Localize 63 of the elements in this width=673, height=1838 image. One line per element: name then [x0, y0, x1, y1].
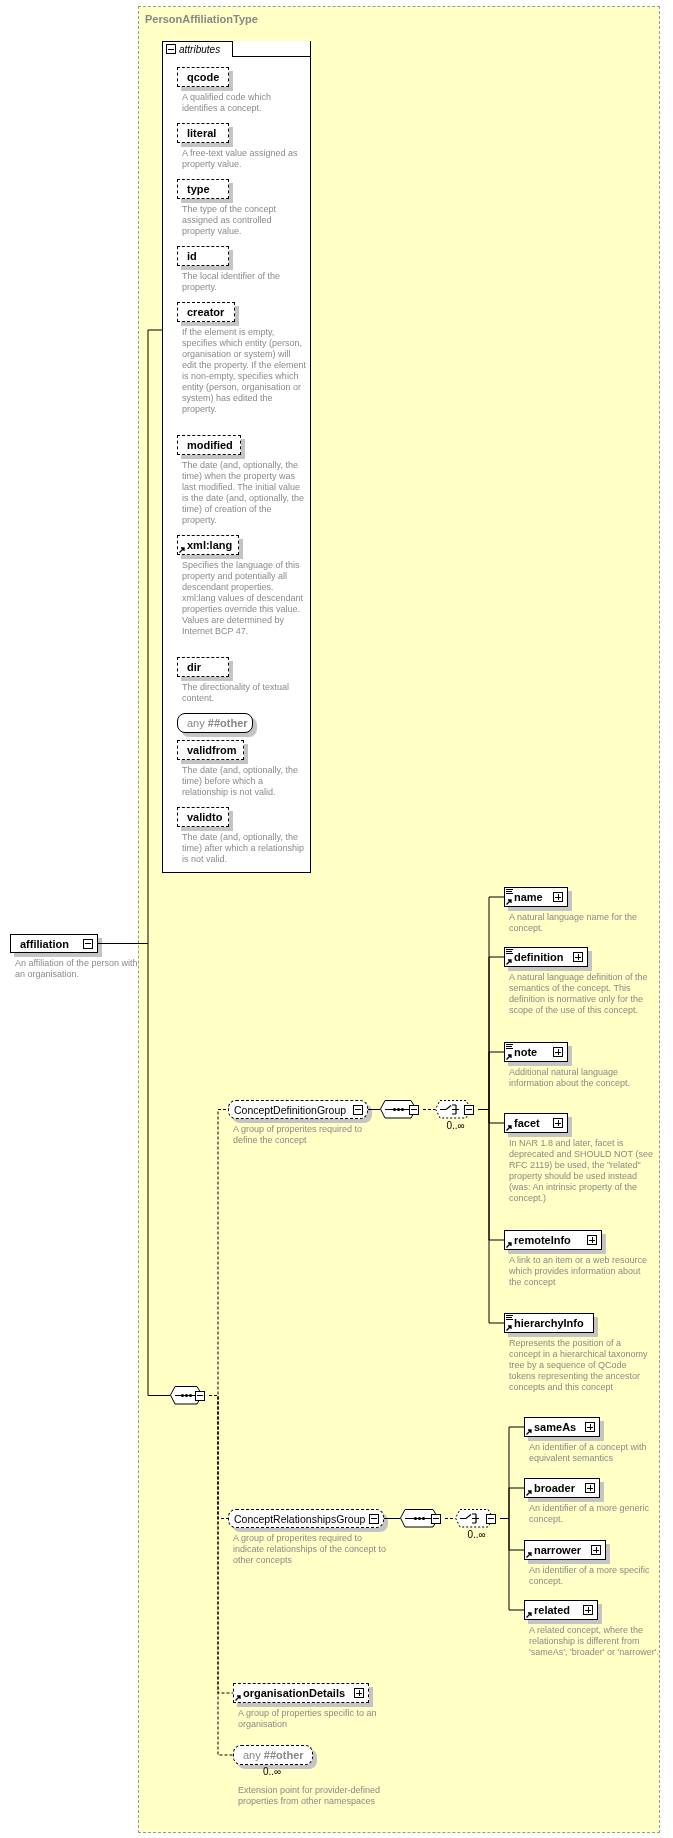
wildcard-label: any ##other: [187, 717, 248, 729]
connector-line: [367, 1109, 381, 1110]
description-text: The directionality of textual content.: [182, 682, 291, 704]
wildcard-label: any ##other: [243, 1749, 304, 1761]
description-text: An identifier of a more specific concept.: [529, 1565, 651, 1587]
element-name: validfrom: [187, 744, 237, 756]
description-text: Additional natural language information about the concept.: [509, 1067, 632, 1089]
description-text: Specifies the language of this property and potentially all descendant properties. xml:lang values of descendant properties override this value. Values are determined by Internet BCP 47.: [182, 560, 305, 637]
multiplicity-label: 0..∞: [467, 1529, 486, 1540]
element-name: id: [187, 250, 197, 262]
description-text: An identifier of a more generic concept.: [529, 1503, 651, 1525]
description-text: A group of properites required to define the concept: [233, 1124, 364, 1146]
connector-line: [383, 1518, 401, 1519]
description-text: A free-text value assigned as property value.: [182, 148, 299, 170]
connector-line: [422, 1109, 436, 1110]
multiplicity-label: 0..∞: [263, 1766, 282, 1777]
element-name: creator: [187, 306, 225, 318]
element-name: organisationDetails: [243, 1687, 346, 1699]
element-name: note: [514, 1046, 538, 1058]
element-name: sameAs: [534, 1421, 577, 1433]
description-text: A related concept, where the relationship is different from 'sameAs', 'broader' or 'narrower'.: [529, 1625, 659, 1658]
description-text: Extension point for provider-defined properties from other namespaces: [238, 1785, 382, 1807]
element-name: qcode: [187, 71, 220, 83]
connector-line: [444, 1518, 456, 1519]
attributes-panel: [162, 41, 311, 873]
type-title: PersonAffiliationType: [145, 13, 258, 25]
description-text: The date (and, optionally, the time) before which a relationship is not valid.: [182, 765, 299, 798]
connector-line: [477, 1109, 505, 1324]
connector-line: [208, 1395, 234, 1756]
description-text: A qualified code which identifies a concept.: [182, 92, 273, 114]
element-name: hierarchyInfo: [514, 1317, 584, 1329]
type-container: [138, 6, 660, 1833]
element-name: modified: [187, 439, 233, 451]
group-name: ConceptDefinitionGroup: [234, 1103, 347, 1116]
element-name: dir: [187, 661, 202, 673]
element-name: type: [187, 183, 210, 195]
description-text: An identifier of a concept with equivalent semantics: [529, 1442, 648, 1464]
description-text: A natural language definition of the semantics of the concept. This definition is normative only for the scope of the use of this concept.: [509, 972, 649, 1016]
description-text: In NAR 1.8 and later, facet is deprecated and SHOULD NOT (see RFC 2119) be used, the "related" property should be used instead (was: An intrinsic property of the concept.): [509, 1138, 654, 1204]
description-text: The local identifier of the property.: [182, 271, 282, 293]
element-name: affiliation: [20, 937, 69, 950]
element-name: definition: [514, 951, 564, 963]
element-name: literal: [187, 127, 217, 139]
element-name: remoteInfo: [514, 1234, 571, 1246]
element-name: broader: [534, 1482, 575, 1494]
group-name: ConceptRelationshipsGroup: [234, 1512, 366, 1525]
description-text: Represents the position of a concept in a hierarchical taxonomy tree by a sequence of QCode tokens representing the ancestor concepts and this concept: [509, 1338, 649, 1393]
element-name: related: [534, 1604, 571, 1616]
description-text: If the element is empty, specifies which entity (person, organisation or system) will edit the property. If the element is non-empty, specifies which entity (person, organisation or system) has edited the property.: [182, 327, 307, 415]
description-text: A group of properties specific to an organisation: [238, 1708, 378, 1730]
element-name: facet: [514, 1117, 540, 1129]
description-text: The date (and, optionally, the time) when the property was last modified. The initial value is the date (and, optionally, the time) of creation of the property.: [182, 460, 305, 526]
description-text: A natural language name for the concept.: [509, 912, 639, 934]
element-name: xml:lang: [187, 539, 233, 551]
description-text: A group of properites required to indicate relationships of the concept to other concepts: [233, 1533, 388, 1566]
multiplicity-label: 0..∞: [446, 1120, 465, 1131]
description-text: The date (and, optionally, the time) after which a relationship is not valid.: [182, 832, 306, 865]
element-name: name: [514, 891, 543, 903]
element-name: validto: [187, 811, 223, 823]
element-name: narrower: [534, 1544, 582, 1556]
description-text: The type of the concept assigned as controlled property value.: [182, 204, 278, 237]
description-text: An affiliation of the person with an organisation.: [15, 958, 139, 980]
description-text: A link to an item or a web resource which provides information about the concept: [509, 1255, 649, 1288]
